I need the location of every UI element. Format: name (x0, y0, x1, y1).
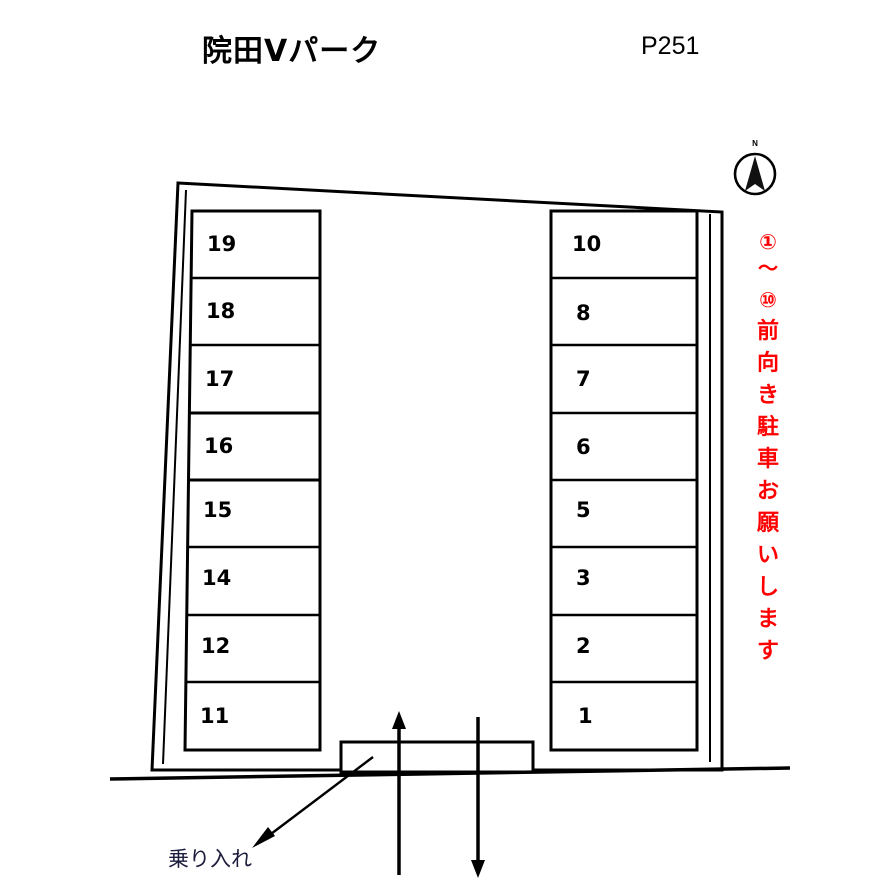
notice-char: 車 (756, 447, 779, 472)
stall-11[interactable]: 11 (200, 704, 230, 728)
stall-12[interactable]: 12 (201, 634, 231, 658)
notice-char: 向 (756, 351, 779, 376)
notice-char: お (756, 479, 779, 504)
compass-north-label: N (752, 139, 758, 148)
entrance-apron (339, 740, 535, 774)
lot-code: P251 (641, 32, 700, 60)
notice-char: ま (756, 607, 779, 632)
notice-char: き (756, 383, 779, 408)
stall-2[interactable]: 2 (576, 634, 591, 658)
west-stall-column-outline (183, 209, 322, 752)
stall-10[interactable]: 10 (572, 232, 602, 256)
street-edge-line (109, 766, 791, 781)
stall-1[interactable]: 1 (578, 704, 593, 728)
stall-18[interactable]: 18 (206, 299, 236, 323)
one-way-down-arrow (471, 717, 485, 878)
compass-rose: N (729, 139, 781, 199)
stall-6[interactable]: 6 (576, 435, 591, 459)
notice-char: ① (759, 230, 777, 254)
stall-15[interactable]: 15 (203, 498, 233, 522)
stall-5[interactable]: 5 (576, 498, 591, 522)
forward-parking-notice: ① 〜 ⑩ 前 向 き 駐 車 お 願 い し ま す (748, 226, 788, 668)
stall-7[interactable]: 7 (576, 367, 591, 391)
entry-pointer-arrow (252, 756, 374, 848)
stall-19[interactable]: 19 (207, 232, 237, 256)
notice-char: ⑩ (759, 288, 777, 312)
notice-char: 〜 (758, 256, 778, 280)
page-title: 院田Ⅴパーク (202, 34, 382, 69)
notice-char: い (756, 543, 779, 568)
north-arrow-icon (733, 152, 777, 196)
stall-3[interactable]: 3 (576, 566, 591, 590)
notice-char: 前 (756, 319, 779, 344)
stall-14[interactable]: 14 (202, 566, 232, 590)
notice-char: 駐 (756, 415, 779, 440)
one-way-up-arrow (392, 711, 406, 875)
east-stall-column-outline (549, 209, 699, 752)
entry-label: 乗り入れ (168, 847, 252, 871)
stall-17[interactable]: 17 (205, 367, 235, 391)
notice-char: す (756, 639, 779, 664)
notice-char: し (756, 575, 779, 600)
stall-8[interactable]: 8 (576, 301, 591, 325)
stall-16[interactable]: 16 (204, 434, 234, 458)
notice-char: 願 (756, 511, 779, 536)
